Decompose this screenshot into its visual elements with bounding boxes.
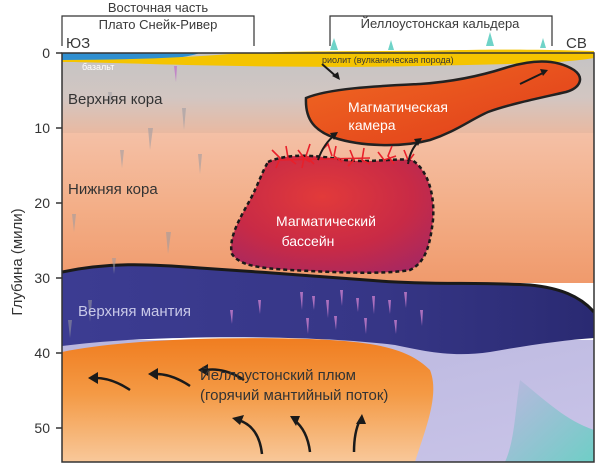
magma-chamber-label-2: камера (348, 117, 395, 133)
y-axis-label: Глубина (мили) (9, 208, 26, 315)
arrowheads-small (330, 69, 548, 146)
magma-reservoir-label-2: бассейн (282, 233, 335, 249)
region-east: Йеллоустонская кальдера (361, 16, 521, 31)
yellowstone-plume (62, 338, 434, 462)
tick-30: 30 (34, 270, 50, 286)
magma-chamber-label-1: Магматическая (348, 99, 448, 115)
region-west-line1: Восточная часть (108, 0, 208, 15)
rhyolite-surface-layer (62, 49, 594, 67)
diagram-frame (61, 52, 595, 463)
plume-label-2: (горячий мантийный поток) (200, 387, 388, 404)
east-bracket (329, 15, 553, 46)
tick-40: 40 (34, 345, 50, 361)
plume-arrowheads (88, 364, 366, 426)
magma-crack-network (271, 142, 415, 169)
tick-10: 10 (34, 120, 50, 136)
tick-20: 20 (34, 195, 50, 211)
upper-crust-label: Верхняя кора (68, 91, 163, 108)
upper-mantle-label: Верхняя мантия (78, 303, 191, 320)
geyser-icons (330, 32, 546, 50)
tick-50: 50 (34, 420, 50, 436)
lower-crust-label: Нижняя кора (68, 181, 158, 198)
region-west-line2: Плато Снейк-Ривер (99, 17, 218, 32)
direction-sw: ЮЗ (66, 35, 90, 52)
tick-0: 0 (42, 45, 50, 61)
teal-region (505, 380, 594, 462)
plume-label-1: Йеллоустонский плюм (200, 366, 356, 384)
magma-reservoir-label-1: Магматический (276, 213, 376, 229)
y-axis-ticks (56, 52, 62, 429)
rhyolite-label: риолит (вулканическая порода) (322, 55, 454, 65)
melt-streaks (174, 66, 423, 334)
magma-chamber (304, 60, 582, 147)
basalt-label: базальт (82, 62, 114, 72)
mantle-boundary-line (62, 263, 594, 313)
basalt-surface-layer (62, 53, 200, 61)
west-bracket (61, 15, 255, 46)
crust-streaks (68, 92, 202, 338)
direction-ne: СВ (566, 35, 587, 52)
